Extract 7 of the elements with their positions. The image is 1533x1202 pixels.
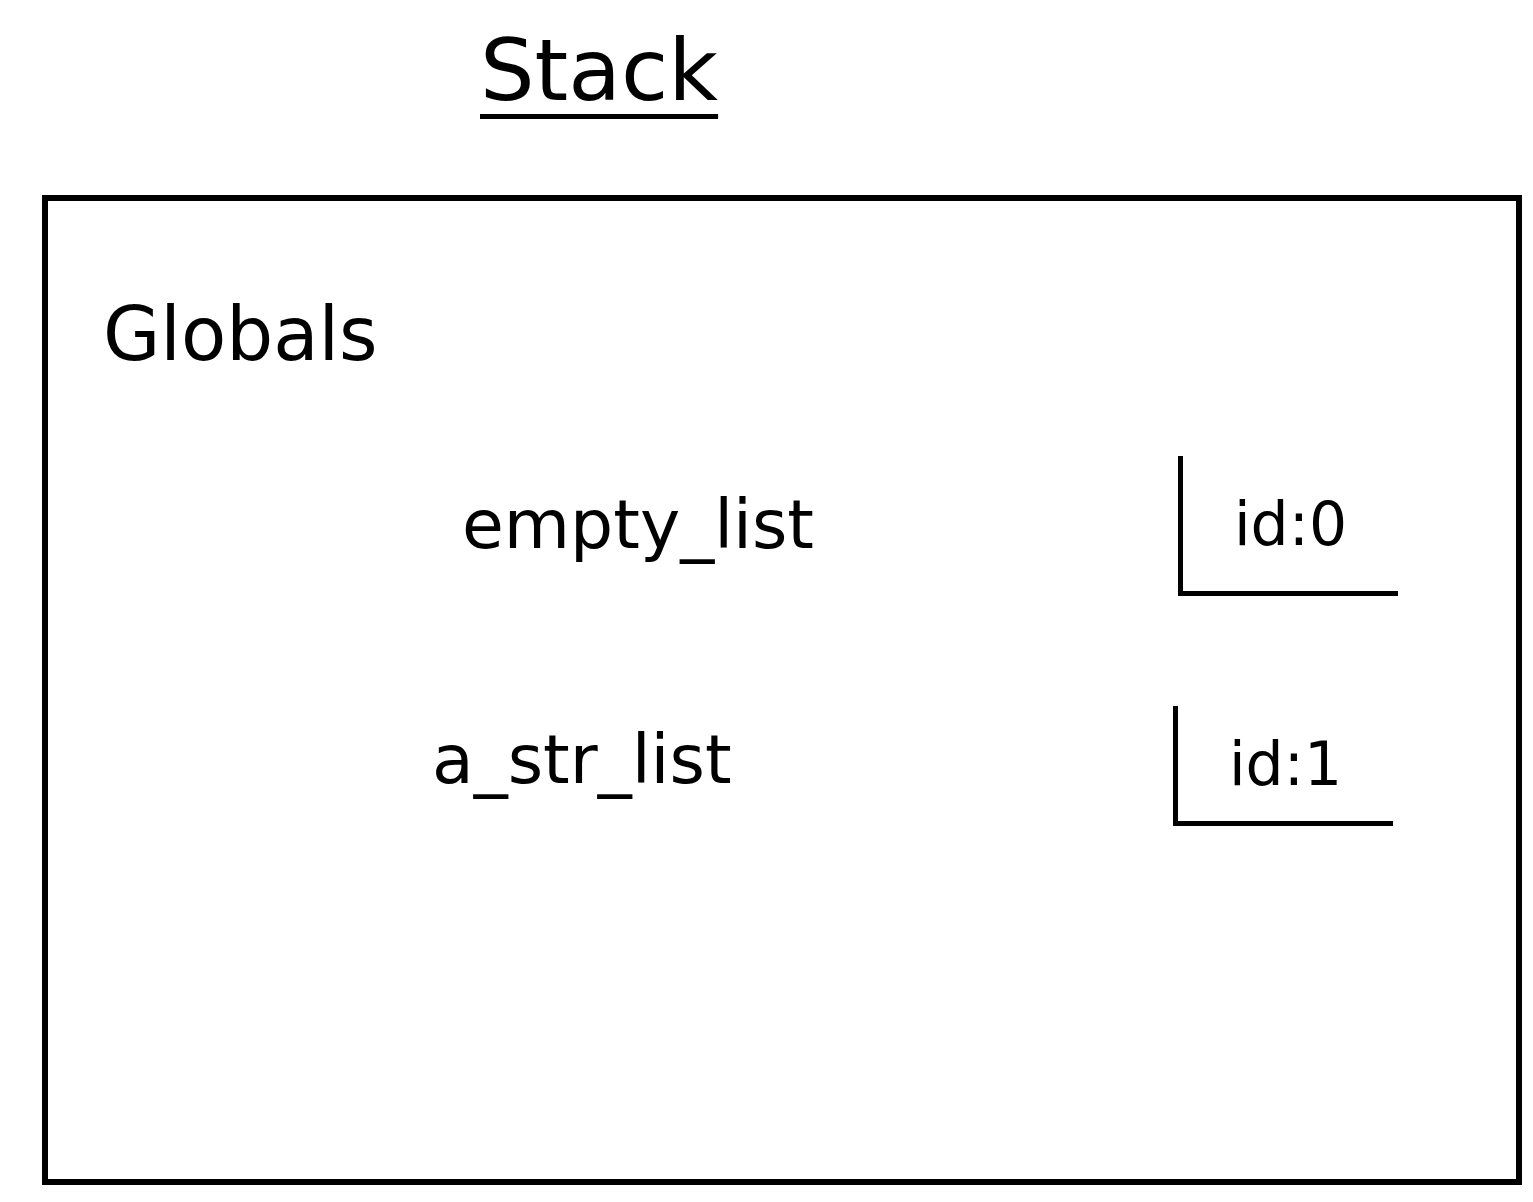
variable-name: a_str_list [432, 720, 732, 799]
stack-frame [42, 195, 1522, 1185]
variable-name: empty_list [462, 485, 815, 564]
value-slot: id:1 [1173, 706, 1393, 826]
value-slot: id:0 [1178, 456, 1398, 596]
diagram-title: Stack [480, 20, 719, 120]
frame-heading: Globals [103, 291, 378, 377]
